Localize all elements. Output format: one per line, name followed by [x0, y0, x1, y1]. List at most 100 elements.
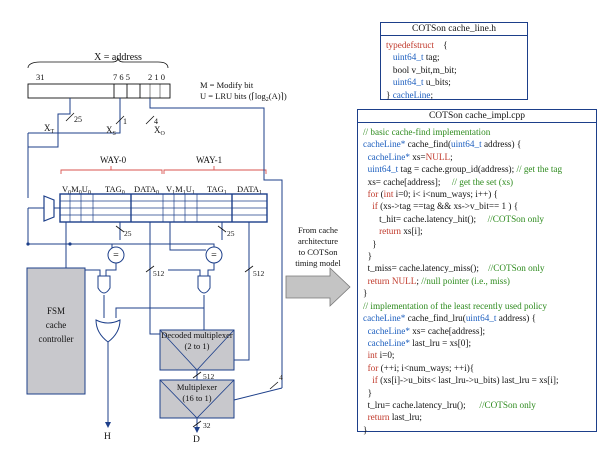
code-token: last_lru;: [389, 412, 422, 423]
way0-tag-label: TAG0: [105, 184, 125, 196]
code-line: t_hit= cache.latency_hit(); //COTSon onl…: [363, 213, 591, 225]
fsm-cache-controller: [26, 267, 86, 395]
mux-line2: (16 to 1): [182, 393, 211, 403]
code-token: //COTSon only: [487, 213, 545, 224]
code-token: cacheLine: [392, 89, 431, 100]
legend-modify: M = Modify bit: [200, 80, 254, 90]
code-line: bool v_bit,m_bit;: [386, 64, 522, 76]
code-token: return: [367, 412, 390, 423]
code-line: return xs[i];: [363, 225, 591, 237]
address-register: [27, 83, 171, 99]
code-line: t_miss= cache.latency_miss(); //COTSon o…: [363, 262, 591, 274]
code-box-cache-impl-cpp: COTSon cache_impl.cpp // basic cache-fin…: [357, 109, 597, 435]
code-token: cacheLine*: [363, 325, 410, 336]
way1-brace: [163, 169, 267, 174]
code-token: t_lru= cache.latency_lru();: [363, 399, 480, 410]
code-token: for: [367, 362, 379, 373]
way0-flags: V0M0U0: [62, 184, 91, 196]
code-token: t_hit= cache.latency_hit();: [363, 213, 488, 224]
code-token: uint64_t: [386, 77, 424, 88]
code-token: address) {: [481, 139, 522, 150]
xt-label: XT: [44, 123, 55, 135]
code-line: cacheLine* cache_find(uint64_t address) …: [363, 138, 591, 150]
arrow-label-1: From cache: [298, 225, 338, 235]
code-line: }: [363, 424, 591, 436]
address-title: X = address: [94, 52, 142, 63]
code-token: //COTSon only: [488, 263, 545, 274]
code-token: uint64_t: [465, 313, 497, 324]
code-token: {: [433, 40, 448, 50]
code-line: cacheLine* cache_find_lru(uint64_t addre…: [363, 312, 591, 324]
code-token: return: [379, 226, 402, 237]
code-token: }: [363, 238, 377, 249]
code-line: if (xs->tag ==tag && xs->v_bit== 1 ) {: [363, 200, 591, 212]
code-token: int: [383, 189, 394, 200]
code-line: }: [363, 238, 591, 250]
code-token: NULL: [391, 275, 417, 286]
offset-in-width: 4: [279, 373, 283, 382]
code-line: if (xs[i]->u_bits< last_lru->u_bits) las…: [363, 374, 591, 386]
code-token: xs[i];: [401, 226, 423, 237]
code-line: t_lru= cache.latency_lru(); //COTSon onl…: [363, 399, 591, 411]
code-token: }: [363, 288, 368, 299]
code-line: }: [363, 287, 591, 299]
code-token: NULL: [425, 151, 451, 162]
code-token: cacheLine*: [363, 151, 410, 162]
code-token: i=0;: [377, 350, 395, 361]
code-line: return last_lru;: [363, 411, 591, 423]
arrow-label-2: architecture: [298, 236, 338, 246]
code-token: // get the set (xs): [451, 176, 514, 187]
code-line: for (int i=0; i< i<num_ways; i++) {: [363, 188, 591, 200]
bit-210-label: 2 1 0: [148, 72, 165, 82]
xo-label: XO: [154, 125, 166, 137]
code-token: cacheLine*: [363, 313, 406, 324]
output-d-label: D: [193, 435, 200, 445]
decoded-multiplexer: [159, 329, 235, 371]
fsm-line3: controller: [39, 334, 74, 344]
comparator-way1-label: =: [211, 250, 217, 261]
way0-brace: [60, 169, 163, 174]
cache-array: [28, 193, 268, 223]
code-token: return: [367, 275, 390, 286]
cmp0-width: 25: [124, 229, 132, 238]
code-token: cache_find(: [405, 139, 451, 150]
code-token: for: [367, 189, 379, 200]
legend-lru: U = LRU bits (⌈log2(A)⌉): [200, 91, 287, 103]
code-token: cacheLine*: [363, 337, 410, 348]
code-token: }: [363, 387, 373, 398]
data0-width: 512: [153, 269, 165, 278]
code-token: // implementation of the least recently …: [363, 300, 547, 311]
way1-tag-label: TAG1: [207, 184, 227, 196]
code-token: uint64_t: [363, 164, 399, 175]
xs-label: XS: [106, 125, 116, 137]
cache-impl-title: COTSon cache_impl.cpp: [358, 110, 596, 123]
code-token: xs=: [409, 151, 426, 162]
and-gate-way1: [197, 275, 211, 294]
code-box-cache-line-h: COTSon cache_line.h typedefstruct { uint…: [380, 22, 528, 100]
cache-line-h-code: typedefstruct { uint64_t tag; bool v_bit…: [381, 36, 527, 104]
code-token: xs= cache[address];: [409, 325, 486, 336]
code-token: typedefstruct: [386, 40, 434, 50]
xo-width: 4: [154, 117, 158, 126]
code-token: uint64_t: [386, 52, 424, 63]
xt-width: 25: [74, 115, 82, 124]
code-token: u_bits;: [423, 77, 451, 88]
code-token: [363, 226, 379, 236]
code-token: (xs[i]->u_bits< last_lru->u_bits) last_l…: [377, 375, 559, 386]
code-token: address) {: [496, 313, 537, 324]
cmp1-width: 25: [227, 229, 235, 238]
code-line: cacheLine* xs= cache[address];: [363, 325, 591, 337]
way0-label: WAY-0: [100, 155, 127, 165]
code-token: // basic cache-find implementation: [363, 127, 491, 137]
code-token: ;: [416, 275, 422, 286]
arrow-label-3: to COTSon: [299, 247, 339, 257]
code-token: i=0; i< i<num_ways; i++) {: [393, 189, 498, 200]
code-token: t_miss= cache.latency_miss();: [363, 263, 489, 274]
code-line: int i=0;: [363, 349, 591, 361]
code-token: int: [367, 350, 378, 361]
code-line: typedefstruct {: [386, 39, 522, 51]
code-token: [363, 201, 372, 211]
comparator-way0-label: =: [113, 250, 119, 261]
